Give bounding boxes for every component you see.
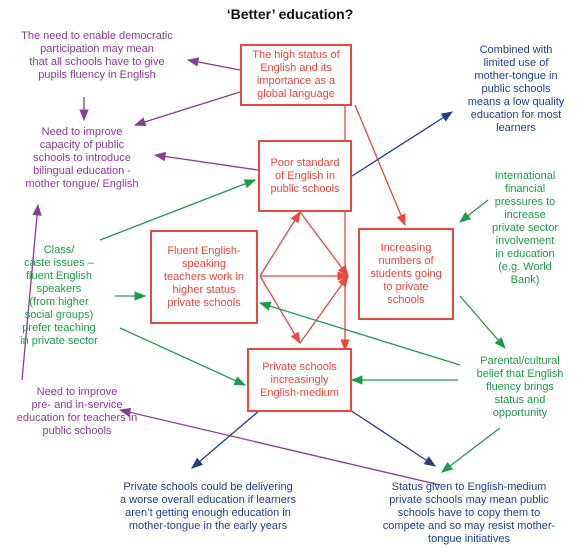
arrow-financial-to-parental [459, 295, 506, 349]
note-worse-education: Private schools could be delivering a wo… [119, 481, 297, 532]
arrow-poor-to-lowquality [351, 111, 453, 177]
note-democratic: The need to enable democratic participat… [21, 30, 173, 81]
note-class-caste: Class/ caste issues – fluent English spe… [20, 244, 98, 347]
box-fluent-teachers-text: Fluent English- speaking teachers work i… [163, 244, 245, 309]
box-private-english-text: Private schools increasingly English-med… [260, 360, 339, 399]
note-low-quality: Combined with limited use of mother-tong… [467, 44, 565, 134]
arrow-private-to-worse [191, 409, 261, 469]
box-increasing-students-text: Increasing numbers of students going to … [370, 241, 442, 306]
arrow-parental-to-fluent [258, 301, 461, 366]
arrow-class-to-private [119, 327, 247, 386]
note-bilingual: Need to improve capacity of public schoo… [25, 126, 139, 190]
note-teacher-education: Need to improve pre- and in-service educ… [16, 386, 138, 437]
arrow-class-to-poor [99, 179, 257, 241]
arrow-copy-to-teachered [118, 407, 441, 486]
arrow-status-to-democratic [186, 57, 241, 71]
box-high-status: The high status of English and its impor… [240, 44, 352, 106]
note-parental: Parental/cultural belief that English fl… [476, 355, 564, 419]
arrow-poor-to-increasing [299, 211, 349, 277]
box-increasing-students: Increasing numbers of students going to … [358, 228, 454, 320]
arrow-fluent-to-poor [259, 211, 301, 277]
note-financial: International financial pressures to inc… [491, 170, 559, 286]
diagram-title: ‘Better’ education? [226, 6, 354, 22]
box-poor-standard: Poor standard of English in public schoo… [258, 140, 352, 212]
arrow-private-to-increasing [299, 275, 349, 344]
box-fluent-teachers: Fluent English- speaking teachers work i… [150, 230, 258, 324]
box-high-status-text: The high status of English and its impor… [252, 49, 340, 100]
arrow-poor-to-bilingual [153, 151, 259, 171]
arrow-financial-to-increasing [459, 199, 489, 223]
arrow-parental-to-copy [441, 427, 501, 473]
arrow-teachered-to-bilingual [21, 203, 42, 381]
arrow-private-to-copy [349, 409, 436, 467]
note-copy-resist: Status given to English-medium private s… [382, 481, 556, 545]
box-private-english: Private schools increasingly English-med… [247, 348, 352, 412]
arrow-status-to-increasing [354, 104, 406, 227]
box-poor-standard-text: Poor standard of English in public schoo… [270, 156, 340, 195]
arrow-status-to-bilingual [133, 91, 241, 127]
